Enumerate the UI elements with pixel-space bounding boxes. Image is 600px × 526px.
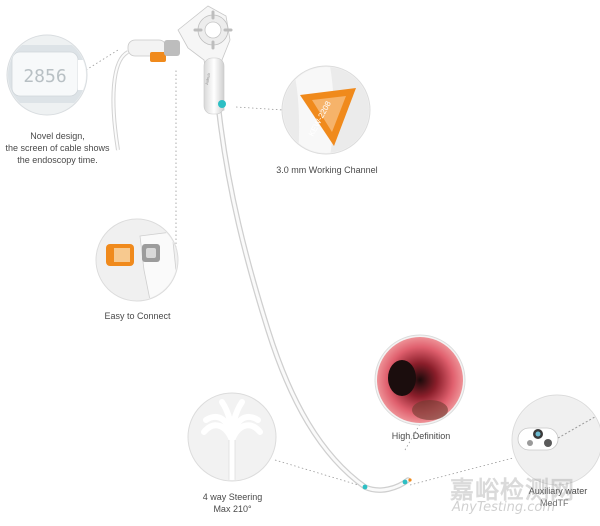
accent-dots xyxy=(362,478,412,490)
control-handle: Aohua xyxy=(177,5,233,115)
caption-steering: 4 way Steering Max 210° xyxy=(195,491,270,515)
watermark-chinese: 嘉峪检测网 xyxy=(450,476,575,504)
steering-detail xyxy=(187,392,277,482)
caption-line: the screen of cable shows xyxy=(5,143,110,153)
connector-detail xyxy=(95,218,179,302)
watermark-logo-text: MedTF xyxy=(540,498,569,508)
svg-text:Aohua: Aohua xyxy=(204,72,211,85)
time-display-detail xyxy=(6,34,88,116)
caption-novel-design: Novel design, the screen of cable shows … xyxy=(0,130,115,166)
caption-line: 4 way Steering xyxy=(202,492,263,502)
leader-lines xyxy=(85,49,514,488)
caption-easy-connect: Easy to Connect xyxy=(104,311,171,321)
hd-detail xyxy=(374,334,466,426)
caption-auxiliary-water: Auxiliary water xyxy=(528,486,588,496)
distal-tip-detail xyxy=(511,394,600,486)
working-channel-detail xyxy=(281,65,371,155)
time-display-value: 2856 xyxy=(23,66,66,87)
caption-line: Max 210° xyxy=(213,504,252,514)
cable-connector xyxy=(127,39,180,62)
caption-line: the endoscopy time. xyxy=(17,155,98,165)
caption-working-channel: 3.0 mm Working Channel xyxy=(276,165,378,175)
caption-high-definition: High Definition xyxy=(391,431,451,441)
caption-line: Novel design, xyxy=(30,131,85,141)
watermark-english: AnyTesting.com xyxy=(452,500,556,515)
